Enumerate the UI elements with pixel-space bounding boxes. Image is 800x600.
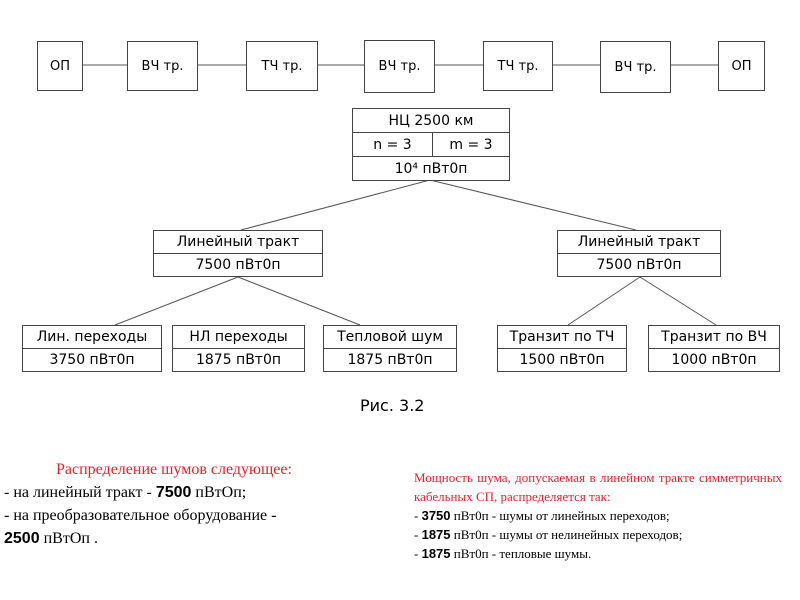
item-desc: - шумы от нелинейных переходов; [491,527,683,542]
mid-right-title: Линейный тракт [557,230,721,254]
item-unit: пВт0п [453,508,489,523]
mid-right-value: 7500 пВт0п [557,253,721,277]
line2: - на преобразовательное оборудование - [4,507,277,524]
leaf-value: 1875 пВт0п [323,348,457,372]
line1-b: 7500 [155,484,192,501]
item-num: 3750 [421,508,451,523]
mid-left-title: Линейный тракт [153,230,323,254]
figure-caption: Рис. 3.2 [360,396,425,415]
left-heading: Распределение шумов следующее: [56,461,292,478]
chain-node-vf: ТЧ тр. [246,41,318,91]
chain-node-vf: ТЧ тр. [483,41,553,91]
item-unit: пВт0п [453,527,489,542]
root-title: НЦ 2500 км [352,108,510,133]
list-item: - 3750 пВт0п - шумы от линейных переходо… [414,508,670,523]
leaf-title: НЛ переходы [172,325,305,349]
left-text: Распределение шумов следующее: - на лине… [4,458,292,550]
leaf-value: 3750 пВт0п [22,348,162,372]
root-n: n = 3 [352,132,433,157]
root-m: m = 3 [432,132,510,157]
leaf-title: Транзит по ТЧ [497,325,627,349]
root-value: 10⁴ пВт0п [352,156,510,181]
leaf-value: 1500 пВт0п [497,348,627,372]
line3-a: 2500 [4,530,40,547]
chain-node-op-start: ОП [37,41,83,91]
chain-node-hf: ВЧ тр. [600,41,671,93]
list-item: - 1875 пВт0п - шумы от нелинейных перехо… [414,527,683,542]
chain-node-hf: ВЧ тр. [127,41,198,91]
leaf-title: Транзит по ВЧ [648,325,780,349]
mid-left-value: 7500 пВт0п [153,253,323,277]
list-item: - 1875 пВт0п - тепловые шумы. [414,546,592,561]
chain-node-op-end: ОП [718,41,765,91]
chain-node-hf: ВЧ тр. [364,40,435,93]
line1-a: - на линейный тракт - [4,484,152,501]
right-text: Мощность шума, допускаемая в линейном тр… [414,468,782,563]
leaf-title: Лин. переходы [22,325,162,349]
line1-c: пВтОп; [195,484,247,501]
item-num: 1875 [421,527,451,542]
leaf-value: 1000 пВт0п [648,348,780,372]
right-heading: Мощность шума, допускаемая в линейном тр… [414,470,782,504]
item-desc: - шумы от линейных переходов; [491,508,670,523]
item-num: 1875 [421,546,451,561]
leaf-value: 1875 пВт0п [172,348,305,372]
leaf-title: Тепловой шум [323,325,457,349]
line3-b: пВтОп . [43,530,98,547]
item-unit: пВт0п [453,546,489,561]
item-desc: - тепловые шумы. [491,546,592,561]
